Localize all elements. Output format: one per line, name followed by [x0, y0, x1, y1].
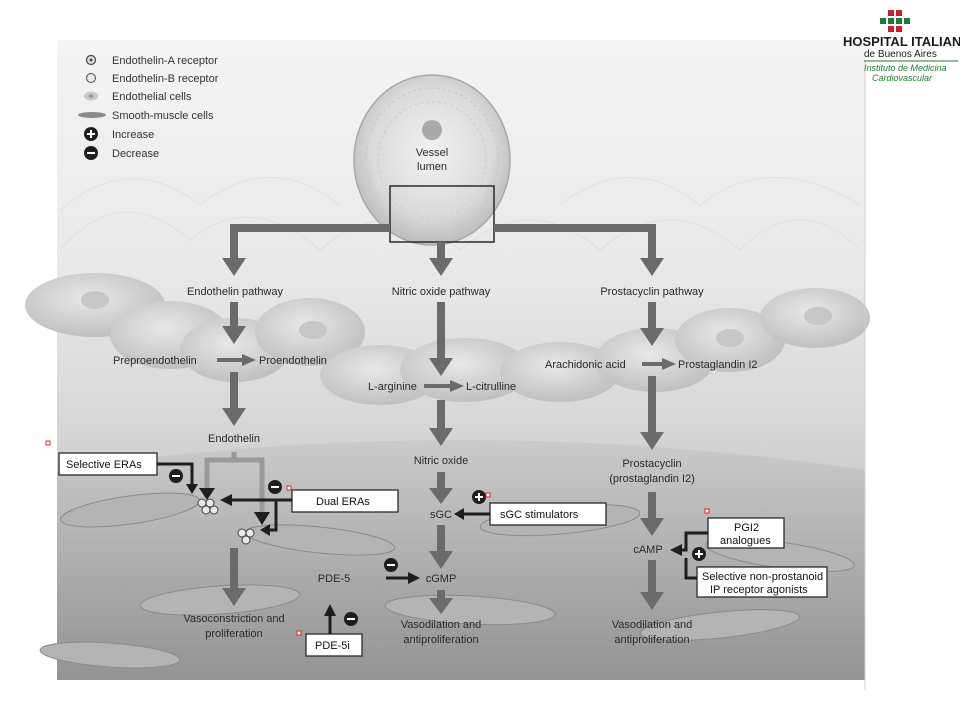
legend-label-2: Endothelial cells: [112, 91, 192, 103]
vessel-label-2: lumen: [417, 161, 447, 173]
endothelin-b-receptor-icon: [85, 72, 97, 84]
logo-subtitle: de Buenos Aires: [864, 49, 937, 60]
prostaglandin-i2-label: Prostaglandin I2: [678, 359, 758, 371]
logo-institute-1: Instituto de Medicina: [864, 63, 947, 73]
pde5-label: PDE-5: [318, 573, 350, 585]
ip-agonists-label-1: Selective non-prostanoid: [702, 571, 823, 583]
dual-eras-label: Dual ERAs: [316, 496, 370, 508]
vessel-label-1: Vessel: [416, 147, 448, 159]
endothelial-cell-layer: [25, 273, 870, 405]
prostacyclin-pathway: Prostacyclin pathway Arachidonic acid Pr…: [545, 286, 758, 646]
endothelin-a-receptor-icon: [85, 54, 97, 66]
arachidonic-acid-label: Arachidonic acid: [545, 359, 626, 371]
receptor-cluster-a-icon: [197, 498, 219, 515]
vessel-lumen: Vessel lumen: [353, 74, 511, 246]
endothelin-label: Endothelin: [208, 433, 260, 445]
pathway-distribution-arrows: [222, 224, 664, 276]
nitric-oxide-pathway-title: Nitric oxide pathway: [392, 286, 491, 298]
prostacyclin-pathway-title: Prostacyclin pathway: [600, 286, 704, 298]
legend: Endothelin-A receptor Endothelin-B recep…: [78, 54, 219, 160]
logo-title: HOSPITAL ITALIANO: [843, 34, 960, 49]
pgi2-analogues-label: analogues: [720, 535, 771, 547]
nitric-oxide-outcome-1: Vasodilation and: [401, 619, 482, 631]
endothelin-outcome-1: Vasoconstriction and: [183, 613, 284, 625]
logo-institute-2: Cardiovascular: [872, 73, 933, 83]
ip-agonists-label-2: IP receptor agonists: [710, 584, 808, 596]
preproendothelin-label: Preproendothelin: [113, 355, 197, 367]
prostacyclin-label-2: (prostaglandin I2): [609, 473, 695, 485]
pgi2-analogues-box: [707, 517, 785, 549]
endothelin-outcome-2: proliferation: [205, 628, 262, 640]
prostacyclin-outcome-2: antiproliferation: [614, 634, 689, 646]
drug-targets: Selective ERAs Dual ERAs sGC stimulators…: [58, 452, 828, 657]
nitric-oxide-pathway: Nitric oxide pathway L-arginine L-citrul…: [368, 286, 516, 646]
nitric-oxide-label: Nitric oxide: [414, 455, 468, 467]
legend-label-0: Endothelin-A receptor: [112, 55, 218, 67]
legend-label-4: Increase: [112, 129, 154, 141]
pde5i-box: [305, 633, 363, 657]
minus-circle-icon: [84, 146, 98, 160]
receptor-cluster-b-icon: [237, 528, 255, 545]
l-arginine-label: L-arginine: [368, 381, 417, 393]
sgc-stimulators-label: sGC stimulators: [500, 509, 579, 521]
endothelin-pathway: Endothelin pathway Preproendothelin Proe…: [113, 286, 350, 640]
prostacyclin-outcome-1: Vasodilation and: [612, 619, 693, 631]
hospital-cross-icon: [880, 10, 910, 32]
nitric-oxide-outcome-2: antiproliferation: [403, 634, 478, 646]
ip-agonists-box: [696, 566, 828, 598]
hospital-logo: HOSPITAL ITALIANO de Buenos Aires Instit…: [843, 10, 960, 83]
legend-label-3: Smooth-muscle cells: [112, 110, 214, 122]
endothelial-cells-icon: [84, 91, 98, 101]
pde5i-label: PDE-5i: [315, 640, 350, 652]
cgmp-label: cGMP: [426, 573, 457, 585]
annotation-markers: [45, 440, 710, 636]
sgc-label: sGC: [430, 509, 452, 521]
camp-label: cAMP: [633, 544, 662, 556]
plus-circle-icon: [84, 127, 98, 141]
legend-label-1: Endothelin-B receptor: [112, 73, 219, 85]
pgi2-label: PGI2: [734, 522, 759, 534]
vessel-nucleus-icon: [422, 120, 442, 140]
prostacyclin-label-1: Prostacyclin: [622, 458, 681, 470]
legend-label-5: Decrease: [112, 148, 159, 160]
smooth-muscle-cells-icon: [78, 112, 106, 118]
proendothelin-label: Proendothelin: [259, 355, 327, 367]
l-citrulline-label: L-citrulline: [466, 381, 516, 393]
endothelin-pathway-title: Endothelin pathway: [187, 286, 284, 298]
selective-eras-label: Selective ERAs: [66, 459, 142, 471]
